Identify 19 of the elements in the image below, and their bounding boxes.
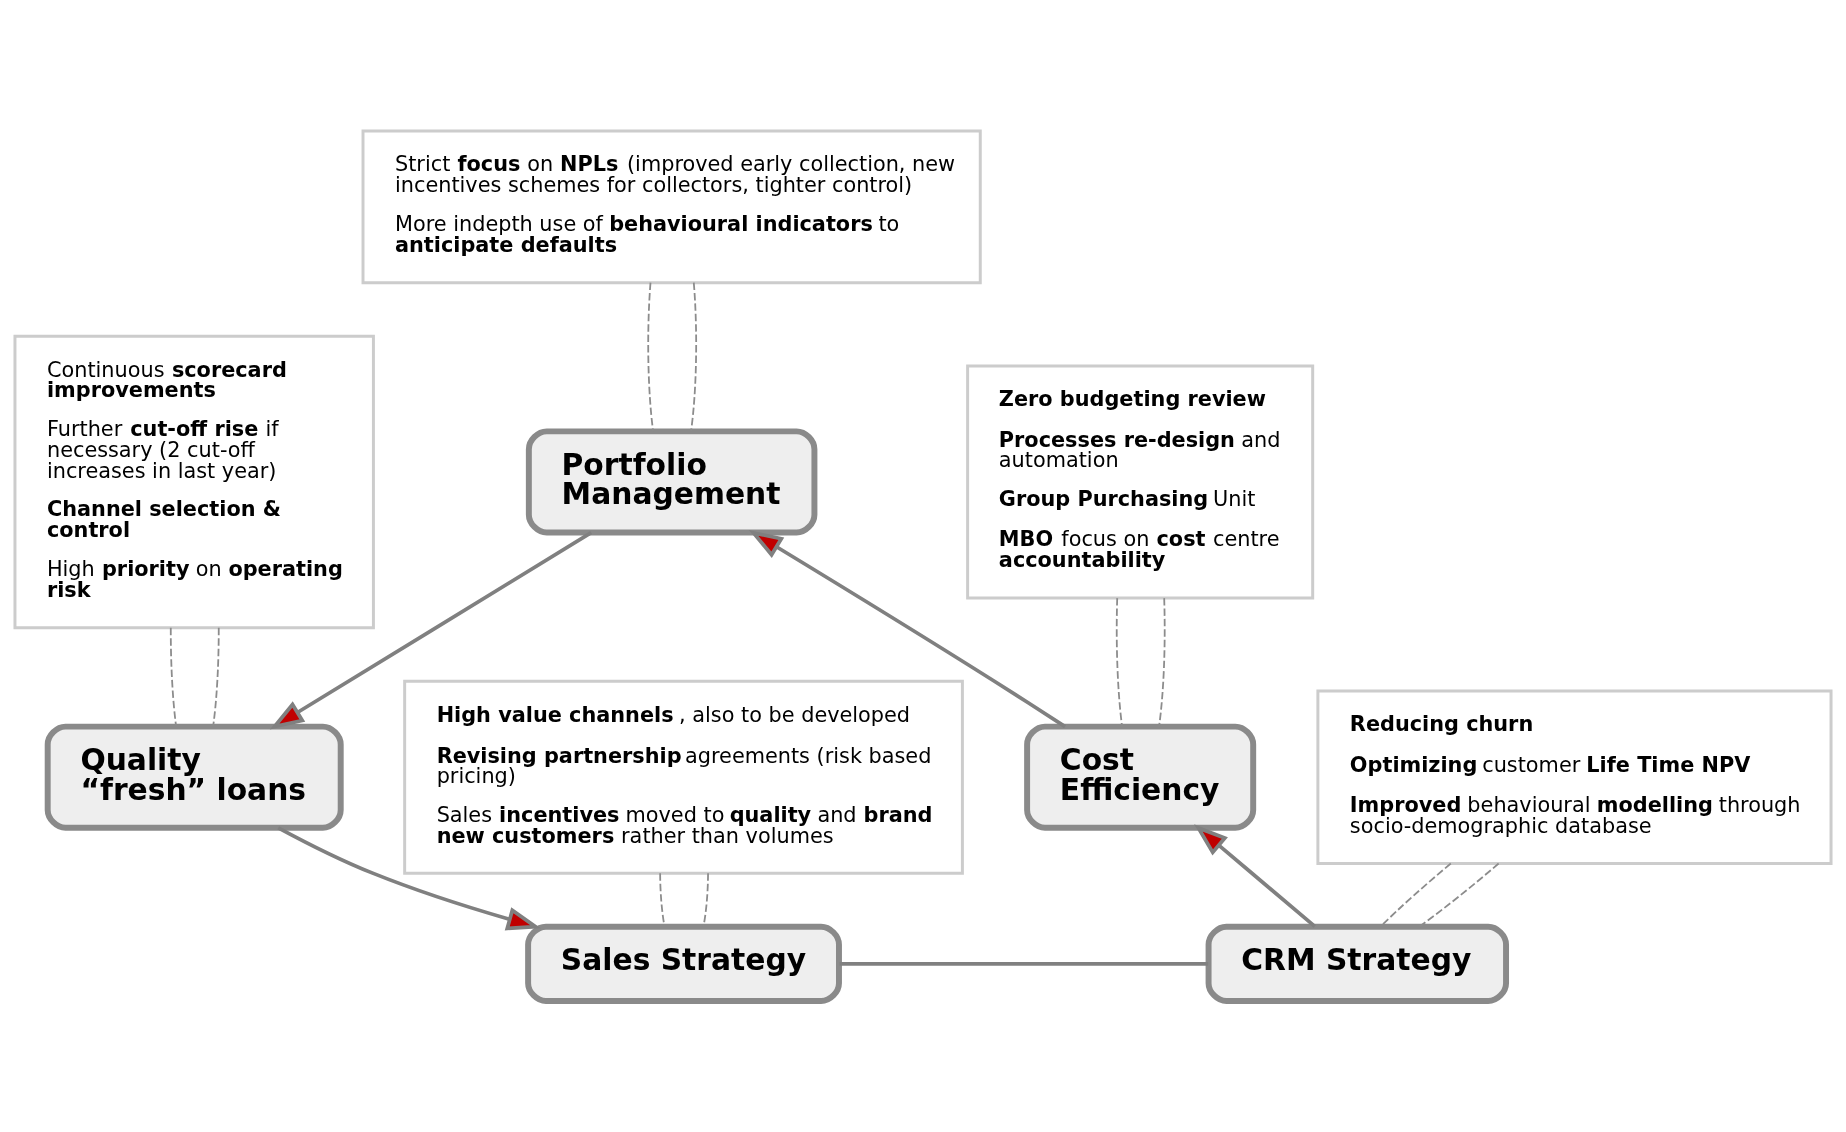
node-box: Zero budgeting review Processes re-design and automation Group Purchasing Unit MBO focus on cost centre accountability xyxy=(966,364,1315,600)
node-box: Continuous scorecard improvements Further cut-off rise if necessary (2 cut-off increases in last year) Channel selection & control High priority on operating risk xyxy=(13,334,375,630)
connector xyxy=(212,627,220,727)
arrow xyxy=(269,531,593,730)
node-box: Sales Strategy xyxy=(525,923,842,1005)
node-box: Portfolio Management xyxy=(525,428,818,536)
connector xyxy=(169,627,177,727)
connector xyxy=(647,281,654,432)
node-box: Cost Efficiency xyxy=(1024,723,1257,831)
connector xyxy=(690,281,698,432)
connector xyxy=(839,962,1209,966)
node-box: Strict focus on NPLs (improved early collection, new incentives schemes for collectors, tighter control) More indepth use of behavioural indicators to anticipate defaults xyxy=(361,129,982,285)
arrow xyxy=(277,826,541,931)
node-box: CRM Strategy xyxy=(1205,923,1509,1005)
node-box: High value channels, also to be developed Revising partnership agreements (risk based pricing) Sales incentives moved to quality and brand new customers rather than volumes xyxy=(403,679,964,875)
node-box: Reducing churn Optimizing customer Life Time NPV Improved behavioural modelling through socio-demographic database xyxy=(1316,689,1833,865)
node-box: Quality “fresh” loans xyxy=(44,723,344,831)
arrow xyxy=(1194,824,1316,928)
arrow xyxy=(748,529,1067,729)
